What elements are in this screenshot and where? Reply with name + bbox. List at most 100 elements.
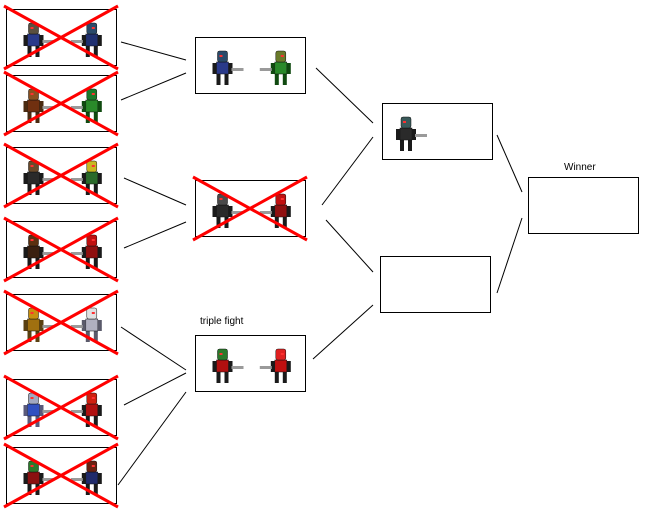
eyes bbox=[91, 165, 95, 167]
torso bbox=[27, 99, 40, 113]
leg bbox=[93, 111, 98, 123]
weapon bbox=[231, 366, 244, 369]
leg bbox=[93, 415, 98, 427]
bracket-connector-line bbox=[321, 136, 374, 206]
bracket-connector-line bbox=[120, 72, 187, 101]
torso bbox=[27, 403, 40, 417]
leg bbox=[93, 45, 98, 57]
bracket-connector-line bbox=[120, 41, 187, 61]
eyes bbox=[280, 198, 284, 200]
torso bbox=[274, 359, 288, 373]
leg bbox=[27, 483, 32, 495]
match-boxes bbox=[3, 4, 639, 509]
elimination-cross-stroke bbox=[3, 216, 119, 283]
leg bbox=[224, 73, 229, 85]
torso bbox=[85, 99, 99, 113]
match-box-frame bbox=[380, 256, 491, 313]
torso bbox=[85, 403, 99, 417]
leg bbox=[216, 371, 221, 383]
arm bbox=[212, 206, 217, 217]
leg bbox=[274, 371, 279, 383]
arm bbox=[81, 35, 86, 46]
leg bbox=[282, 371, 287, 383]
weapon bbox=[415, 134, 427, 137]
bracket-connector-line bbox=[123, 372, 187, 406]
eyes bbox=[91, 239, 95, 241]
leg bbox=[282, 216, 287, 228]
weapon bbox=[70, 106, 83, 109]
torso bbox=[27, 171, 40, 185]
leg bbox=[216, 216, 221, 228]
weapon bbox=[42, 252, 55, 255]
eyes bbox=[91, 397, 95, 399]
weapon bbox=[42, 40, 55, 43]
elimination-cross-stroke bbox=[3, 289, 119, 356]
arm bbox=[286, 206, 291, 217]
eyes bbox=[219, 55, 223, 57]
eyes bbox=[30, 27, 34, 29]
arm bbox=[97, 101, 102, 112]
weapon bbox=[42, 478, 55, 481]
leg bbox=[93, 330, 98, 342]
round1-match-box bbox=[3, 142, 119, 209]
arm bbox=[23, 173, 28, 184]
arm bbox=[212, 361, 217, 372]
weapon bbox=[70, 252, 83, 255]
fighter-a bbox=[23, 160, 55, 195]
bracket-connector-line bbox=[123, 177, 187, 206]
round1-match-box bbox=[3, 374, 119, 441]
torso bbox=[399, 127, 413, 141]
torso bbox=[85, 171, 99, 185]
bracket-connectors bbox=[117, 41, 523, 486]
weapon bbox=[42, 410, 55, 413]
weapon bbox=[42, 178, 55, 181]
torso bbox=[27, 33, 40, 47]
arm bbox=[228, 361, 233, 372]
arm bbox=[270, 361, 275, 372]
bracket-connector-line bbox=[325, 219, 374, 273]
elimination-cross-stroke bbox=[3, 442, 119, 509]
arm bbox=[23, 35, 28, 46]
round1-match-box bbox=[3, 289, 119, 356]
weapon bbox=[42, 325, 55, 328]
arm bbox=[39, 35, 44, 46]
arm bbox=[97, 473, 102, 484]
bracket-connector-line bbox=[117, 391, 187, 486]
round2-match-box bbox=[195, 37, 306, 94]
elimination-cross-stroke bbox=[3, 374, 119, 441]
weapon bbox=[70, 40, 83, 43]
arm bbox=[97, 35, 102, 46]
fighter-b bbox=[259, 348, 291, 383]
torso bbox=[85, 33, 99, 47]
eyes bbox=[91, 93, 95, 95]
eyes bbox=[280, 353, 284, 355]
eyes bbox=[219, 198, 223, 200]
weapon bbox=[259, 366, 272, 369]
bracket-connector-line bbox=[312, 304, 374, 360]
elimination-cross-stroke bbox=[3, 70, 119, 137]
fighter-b bbox=[259, 50, 291, 85]
leg bbox=[27, 415, 32, 427]
arm bbox=[412, 129, 416, 140]
torso bbox=[27, 245, 40, 259]
round3-match-box bbox=[382, 103, 493, 160]
leg bbox=[274, 73, 279, 85]
arm bbox=[81, 101, 86, 112]
fighter-a bbox=[212, 348, 244, 383]
eyes bbox=[91, 27, 95, 29]
eyes bbox=[30, 312, 34, 314]
eyes bbox=[30, 465, 34, 467]
arm bbox=[81, 473, 86, 484]
round1-match-box bbox=[3, 216, 119, 283]
bracket-connector-line bbox=[315, 67, 374, 124]
torso bbox=[85, 318, 99, 332]
fighter-b bbox=[70, 234, 102, 269]
arm bbox=[39, 405, 44, 416]
eyes bbox=[403, 121, 406, 123]
leg bbox=[224, 371, 229, 383]
bracket-connector-line bbox=[120, 326, 187, 371]
leg bbox=[400, 139, 404, 151]
round1-match-box bbox=[3, 70, 119, 137]
arm bbox=[39, 247, 44, 258]
weapon bbox=[231, 211, 244, 214]
